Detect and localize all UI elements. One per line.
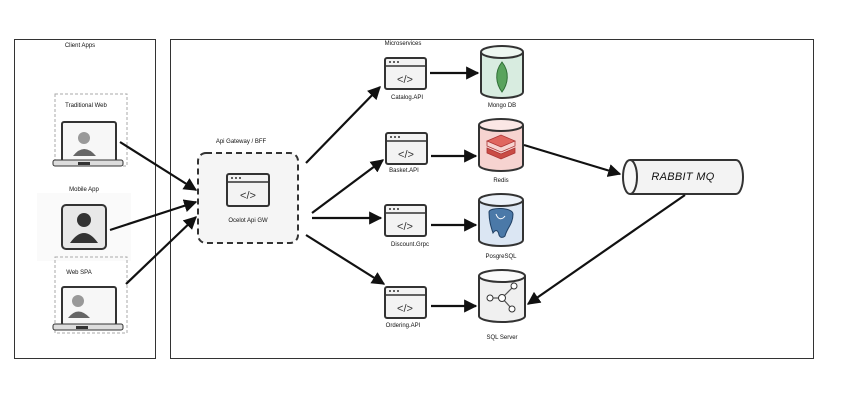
- svg-text:</>: </>: [240, 190, 256, 202]
- postgresql-icon: [478, 193, 524, 247]
- gateway-title: Api Gateway / BFF: [215, 139, 267, 145]
- svg-text:</>: </>: [397, 303, 413, 315]
- web-spa-label: Web SPA: [66, 270, 92, 276]
- svg-text:</>: </>: [397, 221, 413, 233]
- web-spa-laptop-icon: [52, 256, 128, 334]
- gateway-code-window-icon: </>: [226, 173, 270, 207]
- queue-cylinder-icon: [622, 159, 744, 195]
- client-apps-frame: [14, 39, 156, 359]
- svg-text:</>: </>: [398, 149, 414, 161]
- catalog-code-window-icon: </>: [384, 57, 427, 90]
- gateway-name: Ocelot Api GW: [228, 218, 268, 224]
- sqlserver-icon: [478, 269, 526, 323]
- client-apps-title: Client Apps: [64, 43, 96, 49]
- discount-grpc-label: Discount.Grpc: [390, 242, 430, 248]
- rabbitmq-label: RABBIT MQ: [651, 171, 715, 183]
- backend-frame: [170, 39, 814, 359]
- traditional-web-laptop-icon: [52, 93, 128, 167]
- ordering-api-label: Ordering.API: [385, 323, 421, 329]
- ordering-code-window-icon: </>: [384, 286, 427, 319]
- microservices-title: Microservices: [384, 41, 422, 47]
- sqlserver-label: SQL Server: [486, 335, 518, 341]
- basket-code-window-icon: </>: [385, 132, 428, 165]
- redis-icon: [478, 118, 524, 172]
- catalog-api-label: Catalog.API: [390, 95, 424, 101]
- mobile-app-phone-icon: [37, 193, 131, 261]
- traditional-web-label: Traditional Web: [65, 103, 107, 109]
- mongodb-label: Mongo DB: [487, 103, 517, 109]
- postgresql-label: PosgreSQL: [485, 254, 517, 260]
- discount-code-window-icon: </>: [384, 204, 427, 237]
- mobile-app-label: Mobile App: [69, 187, 99, 193]
- basket-api-label: Basket.API: [389, 168, 419, 174]
- redis-label: Redis: [493, 178, 509, 184]
- mongodb-icon: [480, 45, 524, 99]
- svg-text:</>: </>: [397, 74, 413, 86]
